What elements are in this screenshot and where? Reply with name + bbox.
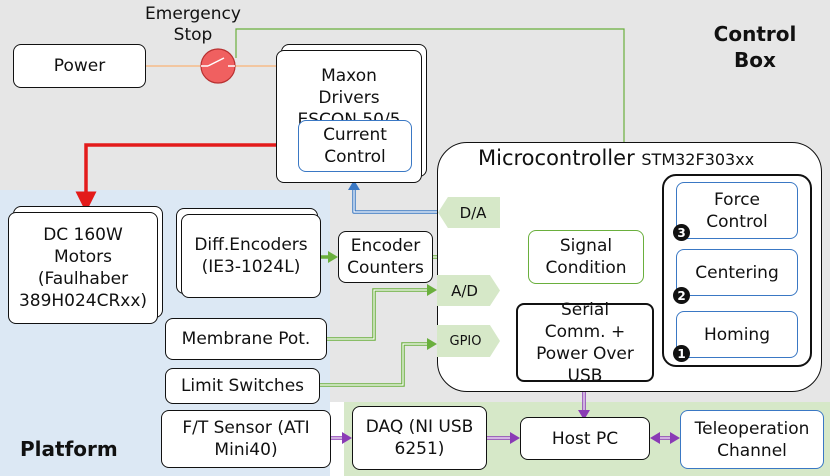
limit-to-gpio-link [320, 342, 428, 387]
power-node: Power [13, 44, 146, 88]
control-box-label: Control Box [713, 22, 797, 72]
microcontroller-title: Microcontroller STM32F303xx [478, 146, 755, 170]
platform-label: Platform [20, 437, 118, 461]
daq-node: DAQ (NI USB 6251) [352, 406, 487, 470]
pot-to-ad-link [327, 288, 428, 341]
ad-port: A/D [437, 275, 500, 306]
emergency-stop-icon [200, 48, 236, 84]
diff-encoders-node: Diff.Encoders (IE3-1024L) [181, 214, 321, 298]
limit-switches-node: Limit Switches [165, 368, 320, 404]
da-port: D/A [438, 197, 500, 228]
controller-group [662, 174, 812, 367]
gpio-port: GPIO [437, 325, 500, 357]
centering-node: Centering [676, 249, 798, 296]
teleoperation-node: Teleoperation Channel [680, 410, 824, 469]
driver-mcu-link [235, 28, 625, 142]
dc-motors-node: DC 160W Motors (Faulhaber 389H024CRxx) [8, 212, 158, 324]
membrane-pot-node: Membrane Pot. [165, 318, 327, 360]
ft-sensor-node: F/T Sensor (ATI Mini40) [161, 410, 331, 468]
centering-marker: 2 [673, 287, 690, 304]
emergency-stop-label: Emergency Stop [145, 4, 241, 45]
signal-condition-node: Signal Condition [528, 230, 644, 284]
serial-comm-node: Serial Comm. + Power Over USB [516, 300, 654, 386]
homing-node: Homing [676, 311, 798, 358]
encoder-counters-node: Encoder Counters [338, 231, 433, 283]
da-to-current-link [352, 186, 437, 214]
force-control-node: Force Control [676, 182, 798, 239]
microcontroller-model: STM32F303xx [641, 150, 755, 169]
host-pc-node: Host PC [520, 417, 650, 460]
force-control-marker: 3 [673, 224, 690, 241]
homing-marker: 1 [673, 345, 690, 362]
current-control-node: Current Control [298, 120, 412, 172]
motor-drive-link [75, 143, 300, 213]
